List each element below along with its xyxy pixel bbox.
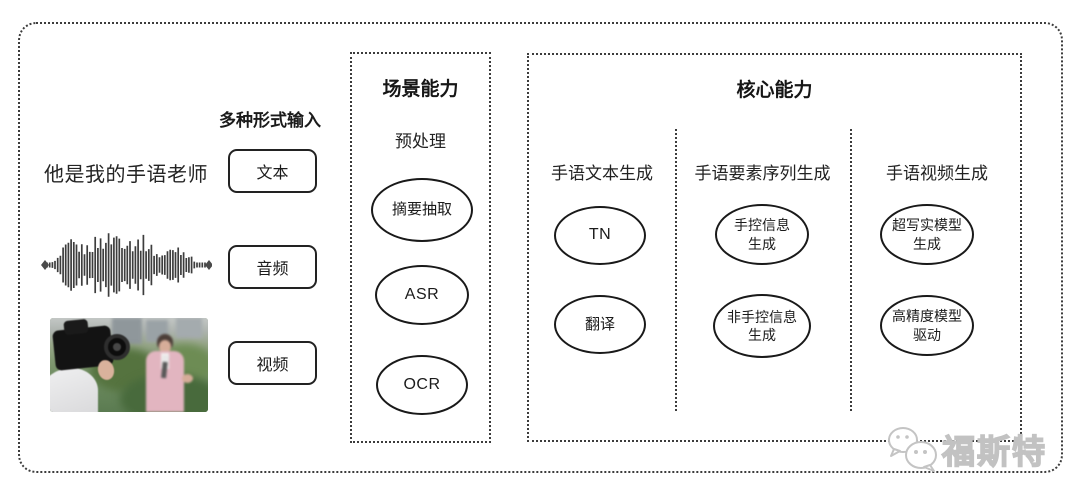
input-type-audio-box: 音频 [228,245,317,289]
scene-capability-box: 场景能力 预处理 摘要抽取 ASR OCR [350,52,491,443]
node-manual-info-generation: 手控信息 生成 [715,204,809,265]
node-high-precision-model-driving: 高精度模型 驱动 [880,295,974,356]
core-capability-title: 核心能力 [736,80,813,101]
column-header-sl-text-generation: 手语文本生成 [551,164,653,183]
node-hyperrealistic-model-generation: 超写实模型 生成 [880,204,974,265]
cameraman-shoulder [50,368,98,412]
watermark: 福斯特 [884,423,1047,475]
node-translation: 翻译 [554,295,646,354]
audio-waveform-image [41,233,212,297]
scene-capability-title: 场景能力 [382,79,459,100]
core-capability-box: 核心能力 手语文本生成 手语要素序列生成 手语视频生成 TN 翻译 手控信息 生… [527,53,1022,442]
node-asr: ASR [375,265,469,325]
column-separator [850,129,852,411]
input-type-text-box: 文本 [228,149,317,193]
node-ocr: OCR [376,355,468,415]
column-header-sl-video-generation: 手语视频生成 [886,164,988,183]
chat-bubbles-icon [888,427,937,472]
input-forms-label: 多种形式输入 [219,111,321,130]
node-non-manual-info-generation: 非手控信息 生成 [713,294,811,358]
outer-dotted-border [18,22,1063,473]
building-shape [176,318,202,338]
camera-lens [104,334,130,360]
node-summary-extraction: 摘要抽取 [371,178,473,242]
cameraman-hand [95,358,117,382]
watermark-text: 福斯特 [941,432,1047,470]
reporter-figure [144,334,193,412]
reporter-face [159,340,171,353]
node-tn: TN [554,206,646,265]
column-header-sl-element-sequence-generation: 手语要素序列生成 [694,164,831,183]
column-separator [675,129,677,411]
preprocessing-label: 预处理 [395,132,446,151]
input-type-video-box: 视频 [228,341,317,385]
reporter-hand [182,374,193,383]
cameraman-figure [50,318,136,412]
camera-top [63,318,89,336]
video-thumbnail-image [50,318,208,412]
sample-sentence-text: 他是我的手语老师 [44,164,208,186]
